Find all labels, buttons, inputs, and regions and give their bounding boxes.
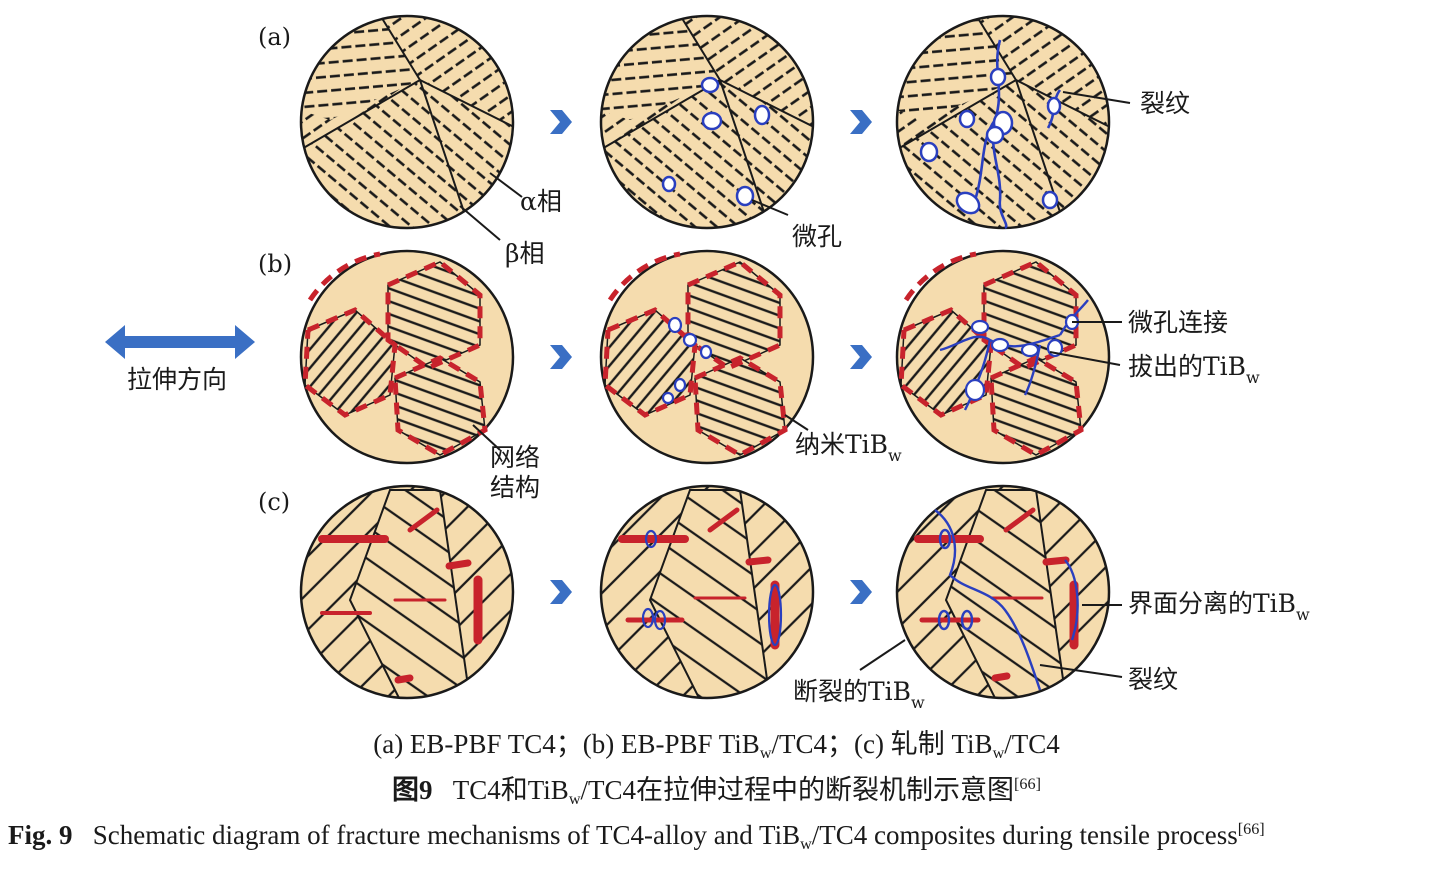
chevron-right-icon (550, 580, 872, 604)
grain-boundary-circle (299, 14, 515, 230)
row-tag-c: (c) (258, 488, 290, 516)
tib-whiskers-c1 (318, 507, 483, 684)
label-alpha-phase: α相 (520, 187, 562, 216)
figure-number-en: Fig. 9 (8, 820, 73, 850)
micropore-voids (661, 76, 771, 207)
label-beta-phase: β相 (505, 239, 544, 268)
row-tag-b: (b) (258, 250, 292, 278)
coalesced-voids (919, 67, 1062, 215)
label-debond-tib: 界面分离的TiBw (1128, 589, 1310, 624)
figure-caption-cn: 图9 TC4和TiBw/TC4在拉伸过程中的断裂机制示意图[66] (392, 775, 1041, 808)
row-b-circles (299, 249, 1111, 465)
row-a-circles (299, 14, 1111, 230)
label-nano-tib: 纳米TiBw (795, 430, 902, 465)
row-tag-a: (a) (258, 23, 291, 51)
label-crack-c: 裂纹 (1128, 665, 1178, 694)
label-structure: 结构 (490, 473, 540, 502)
row-c-circles (299, 484, 1111, 700)
label-micropore: 微孔 (792, 222, 842, 251)
label-pulled-tib: 拔出的TiBw (1128, 352, 1260, 387)
chevron-right-icon (550, 345, 872, 369)
label-crack: 裂纹 (1140, 89, 1190, 118)
tib-network-b1 (302, 251, 488, 458)
leader-lines-a (459, 91, 1131, 241)
label-broken-tib: 断裂的TiBw (793, 677, 925, 712)
figure-number-cn: 图9 (392, 775, 433, 805)
double-arrow-icon (105, 325, 255, 359)
label-micropore-link: 微孔连接 (1128, 308, 1228, 337)
subfigure-caption: (a) EB-PBF TC4；(b) EB-PBF TiBw/TC4；(c) 轧… (373, 729, 1060, 762)
figure-caption-en: Fig. 9 Schematic diagram of fracture mec… (8, 820, 1265, 853)
chevron-right-icon (550, 110, 872, 134)
label-tensile-direction: 拉伸方向 (127, 365, 227, 394)
label-network: 网络 (490, 443, 540, 472)
